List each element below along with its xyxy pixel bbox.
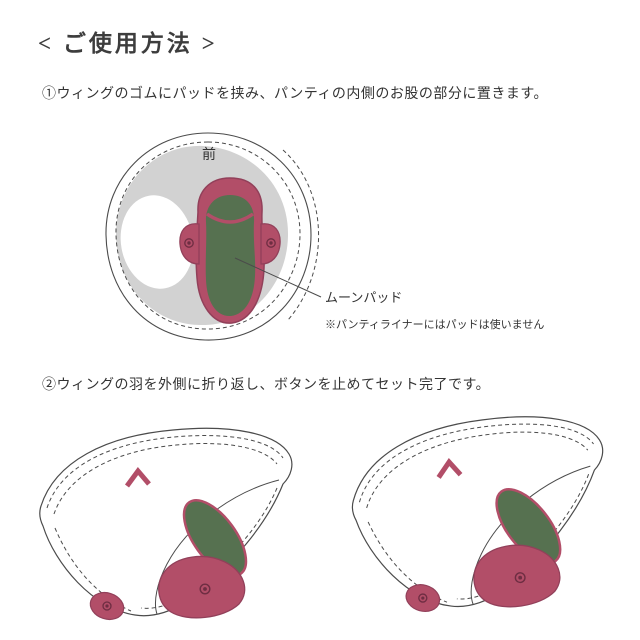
pad-cap-stitch (206, 212, 254, 224)
page-title: < ご使用方法 > (38, 31, 218, 56)
leg-hole (120, 195, 194, 289)
front-label: 前 (202, 146, 216, 162)
step-2-text: ②ウィングの羽を外側に折り返し、ボタンを止めてセット完了です。 (42, 376, 491, 392)
figure-side-views (15, 398, 625, 638)
panty-seam-dashed (115, 141, 301, 330)
snap-dot-right (266, 238, 276, 248)
figure-top-view (105, 132, 322, 341)
step-1-text: ①ウィングのゴムにパッドを挟み、パンティの内側のお股の部分に置きます。 (42, 85, 548, 101)
panty-left (40, 428, 292, 623)
panty-fold-dashed (282, 149, 320, 321)
snap-dot-left (184, 238, 194, 248)
pad-name-label: ムーンパッド (325, 290, 403, 305)
pad-leader-line (234, 257, 322, 298)
pad-green-body (205, 195, 256, 317)
pad-note: ※パンティライナーにはパッドは使いません (325, 319, 545, 331)
panty-right (349, 414, 608, 618)
